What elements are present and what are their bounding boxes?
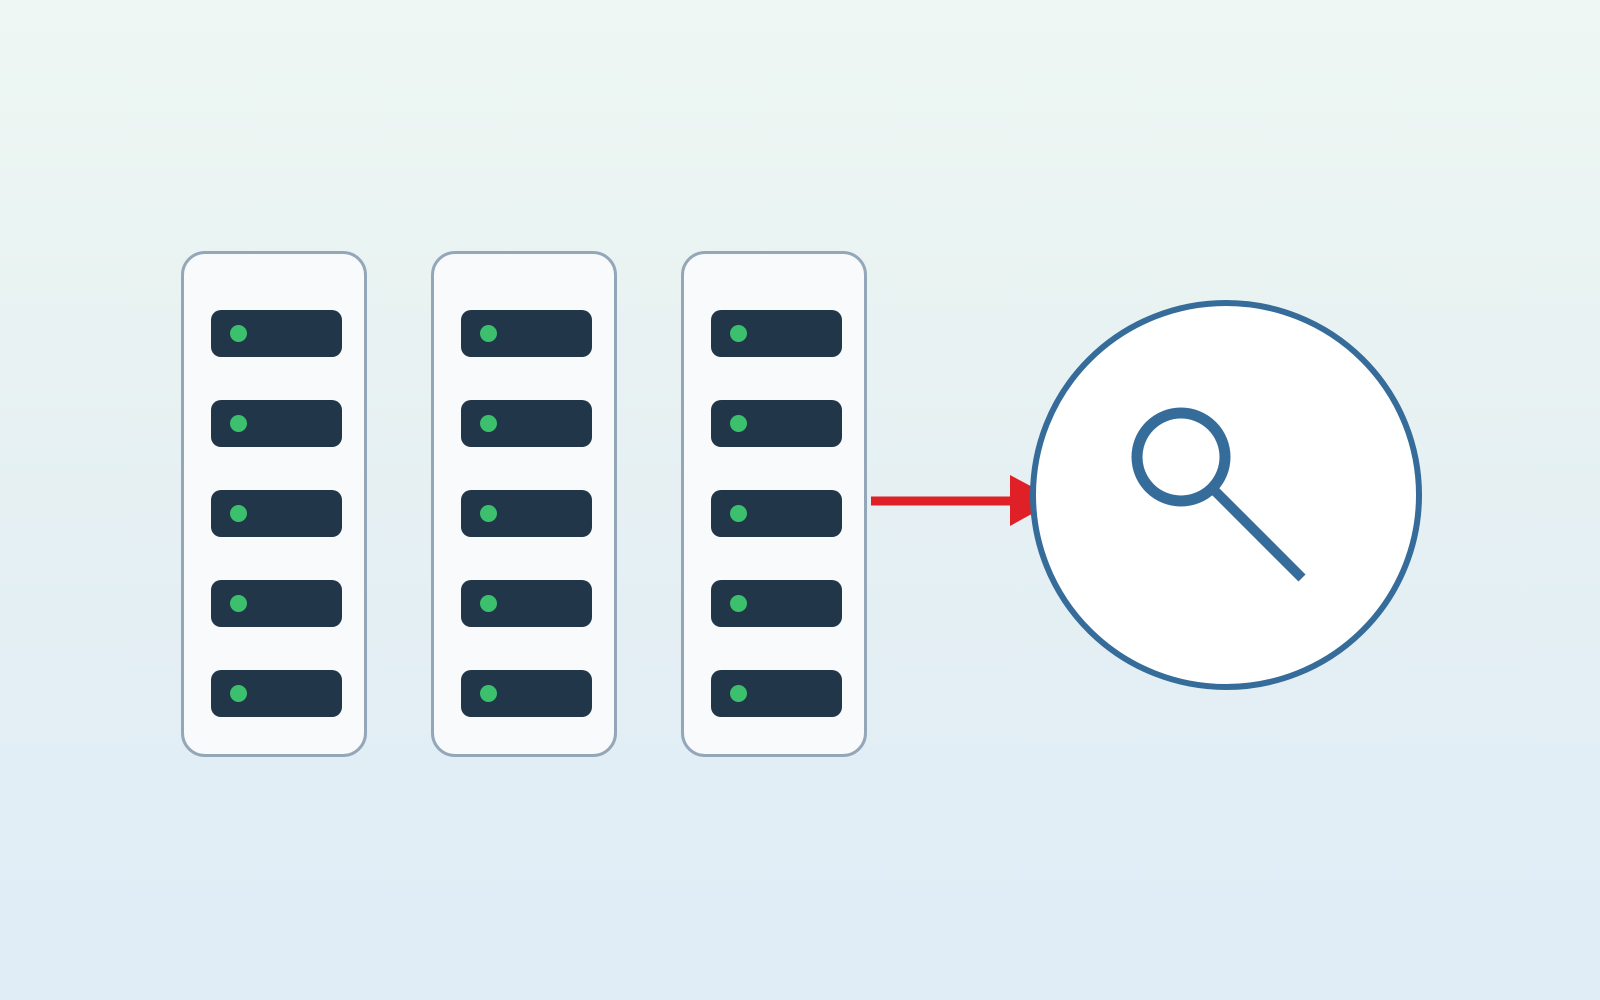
status-led-icon bbox=[480, 505, 497, 522]
search-icon bbox=[1131, 407, 1306, 582]
status-led-icon bbox=[730, 685, 747, 702]
status-led-icon bbox=[480, 595, 497, 612]
status-led-icon bbox=[480, 685, 497, 702]
status-led-icon bbox=[730, 595, 747, 612]
server-unit bbox=[211, 310, 342, 357]
server-unit bbox=[461, 490, 592, 537]
server-unit bbox=[711, 490, 842, 537]
status-led-icon bbox=[730, 325, 747, 342]
server-unit bbox=[711, 400, 842, 447]
server-rack-3 bbox=[681, 251, 867, 757]
status-led-icon bbox=[480, 415, 497, 432]
server-unit bbox=[211, 490, 342, 537]
status-led-icon bbox=[480, 325, 497, 342]
server-unit bbox=[461, 400, 592, 447]
server-unit bbox=[461, 580, 592, 627]
status-led-icon bbox=[230, 595, 247, 612]
status-led-icon bbox=[730, 415, 747, 432]
server-unit bbox=[711, 310, 842, 357]
server-unit bbox=[211, 400, 342, 447]
status-led-icon bbox=[230, 685, 247, 702]
status-led-icon bbox=[230, 325, 247, 342]
server-rack-1 bbox=[181, 251, 367, 757]
server-unit bbox=[461, 670, 592, 717]
status-led-icon bbox=[730, 505, 747, 522]
server-rack-2 bbox=[431, 251, 617, 757]
server-unit bbox=[211, 580, 342, 627]
server-unit bbox=[711, 580, 842, 627]
server-unit bbox=[211, 670, 342, 717]
server-unit bbox=[461, 310, 592, 357]
status-led-icon bbox=[230, 415, 247, 432]
search-node bbox=[1030, 300, 1422, 690]
status-led-icon bbox=[230, 505, 247, 522]
server-unit bbox=[711, 670, 842, 717]
